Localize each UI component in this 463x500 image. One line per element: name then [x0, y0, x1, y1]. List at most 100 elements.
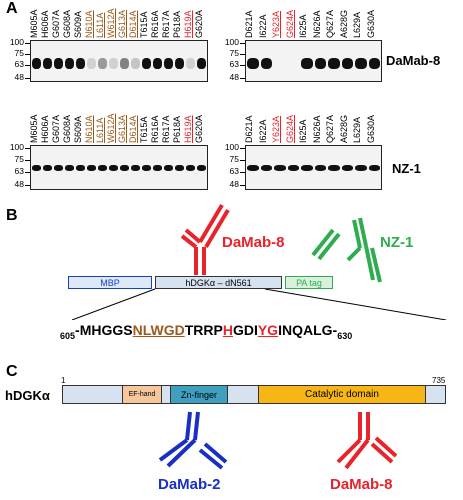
lane-label: G607A [51, 9, 61, 38]
blot-band [131, 164, 140, 171]
blot-band [301, 57, 313, 69]
mw-marker-label: 100 [9, 142, 24, 153]
panel-c-antibodies [158, 411, 398, 470]
hdgk-dn561-domain: hDGKα – dN561 [155, 276, 282, 289]
blot-band [76, 57, 85, 69]
lane-label: D621A [244, 10, 254, 38]
lane-label: G624A [284, 9, 295, 38]
blot-band [54, 164, 63, 171]
seq-end-number: 630 [337, 330, 353, 341]
panel-a-letter: A [6, 0, 18, 17]
blot-band [260, 57, 272, 69]
lane-label: L611A [95, 12, 105, 38]
lane-label: M605A [29, 9, 39, 38]
mw-marker-label: 48 [229, 71, 239, 82]
lane-label: R616A [150, 115, 160, 143]
lane-label: N610A [84, 10, 94, 38]
damab8-antibody-icon-c [336, 412, 398, 470]
mw-marker-tick [240, 159, 245, 161]
mw-marker-tick [240, 64, 245, 66]
mw-marker-tick [25, 77, 30, 79]
blot-band [153, 164, 162, 171]
lane-label: Y623A [271, 115, 281, 143]
blot2-antibody-title: NZ-1 [392, 161, 421, 176]
blot1-antibody-title: DaMab-8 [386, 53, 441, 68]
blot-band [175, 57, 184, 69]
lane-label: G608A [62, 114, 72, 143]
blot-band [109, 57, 118, 69]
lane-label: H606A [40, 10, 50, 38]
lane-label: S609A [73, 10, 83, 38]
mw-marker-tick [25, 159, 30, 161]
mw-marker-tick [25, 148, 30, 150]
blot-band [164, 164, 173, 171]
blot-band [341, 57, 353, 69]
seq-red-residue-2: YG [257, 322, 279, 338]
epitope-sequence: 605-MHGGSNLWGDTRRPHGDIYGINQALG-630 [60, 322, 352, 341]
seq-brown-residues: NLWGD [132, 322, 185, 338]
blot-band [314, 57, 326, 69]
lane-label: I622A [257, 14, 268, 38]
lane-label: T615A [139, 116, 149, 143]
lane-label: N610A [84, 115, 94, 143]
lane-label: S609A [73, 115, 83, 143]
mbp-domain: MBP [68, 276, 152, 289]
mw-marker-tick [25, 64, 30, 66]
panel-b-letter: B [6, 207, 18, 224]
blot-band [54, 57, 63, 69]
blot2-left-membrane [30, 145, 208, 190]
lane-label: I625A [298, 119, 308, 143]
mw-marker-tick [25, 185, 30, 187]
seq-prefix: -MHGGS [75, 322, 133, 338]
blot-band [32, 57, 41, 69]
mw-marker-label: 63 [14, 165, 24, 176]
lane-label: T615A [139, 11, 149, 38]
mw-marker-tick [240, 148, 245, 150]
blot-band [260, 164, 272, 171]
blot-band [43, 164, 52, 171]
blot-band [32, 164, 41, 171]
mw-marker-tick [25, 171, 30, 173]
blot-band [301, 164, 313, 171]
lane-label: G630A [365, 9, 376, 38]
blot-band [142, 57, 151, 69]
blot-band [131, 57, 140, 69]
mw-marker-label: 48 [229, 179, 239, 190]
damab8-antibody-icon [180, 203, 230, 275]
mw-marker-tick [240, 77, 245, 79]
mw-marker-label: 63 [229, 165, 239, 176]
blot-band [355, 164, 367, 171]
lane-label: N626A [311, 10, 322, 38]
mw-marker-label: 75 [14, 153, 24, 164]
blot-band [341, 164, 353, 171]
blot-band [186, 164, 195, 171]
mw-marker-label: 100 [224, 142, 239, 153]
mw-marker-label: 75 [14, 47, 24, 58]
seq-red-residue-1: H [222, 322, 233, 338]
seq-mid1: TRRP [184, 322, 223, 338]
lane-label: I625A [298, 14, 308, 38]
mw-marker-label: 63 [229, 58, 239, 69]
damab8-label-b: DaMab-8 [222, 234, 285, 251]
mw-marker-label: 63 [14, 58, 24, 69]
lane-label: P618A [172, 10, 182, 38]
lane-label: G620A [194, 9, 204, 38]
lane-label: A628G [338, 9, 349, 38]
blot1-right-membrane [245, 40, 382, 82]
lane-label: P618A [172, 115, 182, 143]
lane-label: D614A [128, 115, 138, 143]
lane-label: I622A [257, 119, 268, 143]
blot-band [328, 164, 340, 171]
blot-band [247, 57, 259, 69]
damab8-label-c: DaMab-8 [330, 476, 393, 493]
lane-label: Q627A [325, 9, 335, 38]
mw-marker-tick [240, 171, 245, 173]
blot-band [247, 164, 259, 171]
mw-marker-tick [240, 43, 245, 45]
mw-marker-tick [25, 53, 30, 55]
lane-label: H619A [183, 115, 193, 143]
lane-label: L629A [352, 11, 362, 38]
lane-label: H619A [183, 10, 193, 38]
lane-label: G608A [62, 9, 72, 38]
